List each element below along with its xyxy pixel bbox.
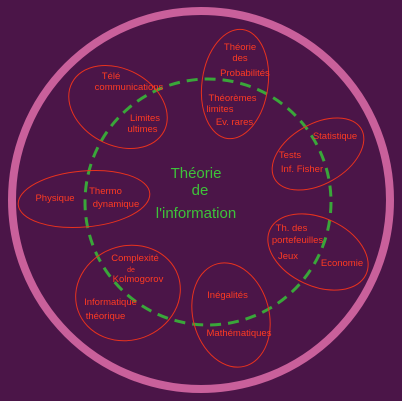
economics-ellipse <box>267 213 369 291</box>
physics-sub-line1: Thermo <box>89 186 122 197</box>
telecom-title-line1: Télé <box>101 71 121 82</box>
probability-ellipse <box>200 28 270 140</box>
economics-sub-line2: portefeuilles <box>271 235 324 246</box>
telecom-sub-line2: ultimes <box>127 124 158 135</box>
economics-title: Economie <box>320 258 364 269</box>
probability-title-line2: des <box>232 53 248 64</box>
economics-sub-line1: Th. des <box>275 223 308 234</box>
probability-sub-line3: Ev. rares <box>215 117 254 128</box>
center-title-line3: l'information <box>155 205 237 222</box>
probability-title-line3: Probabilités <box>220 68 270 79</box>
probability-sub-line1: Théorèmes <box>208 93 257 104</box>
mathematics-sub: Inégalités <box>207 290 248 301</box>
computer-science-title-line1: Complexité <box>111 253 159 264</box>
telecom-title-line2: communications <box>94 82 164 93</box>
probability-sub-line2: limites <box>206 104 234 115</box>
computer-science-title-line2: de <box>127 267 135 274</box>
telecom-sub-line1: Limites <box>129 113 161 124</box>
probability-title-line1: Théorie <box>223 42 257 53</box>
physics-sub-line2: dynamique <box>92 199 140 210</box>
statistics-ellipse <box>271 117 365 191</box>
mathematics-ellipse <box>191 262 271 368</box>
computer-science-title-line3: Kolmogorov <box>112 274 164 285</box>
center-title-line2: de <box>191 182 209 199</box>
telecom-ellipse <box>68 65 168 149</box>
outer-ring <box>8 7 394 393</box>
economics-sub-line3: Jeux <box>277 251 299 262</box>
physics-title: Physique <box>35 193 75 204</box>
statistics-sub-line1: Tests <box>278 150 302 161</box>
dashed-center-circle <box>83 77 333 327</box>
computer-science-sub-line1: Informatique <box>84 297 137 308</box>
computer-science-sub-line2: théorique <box>85 311 126 322</box>
computer-science-ellipse <box>75 244 181 342</box>
statistics-title: Statistique <box>312 131 358 142</box>
statistics-sub-line2: Inf. Fisher <box>280 164 324 175</box>
mathematics-title: Mathématiques <box>206 328 272 339</box>
center-title-line1: Théorie <box>170 165 222 182</box>
physics-ellipse <box>17 170 151 228</box>
